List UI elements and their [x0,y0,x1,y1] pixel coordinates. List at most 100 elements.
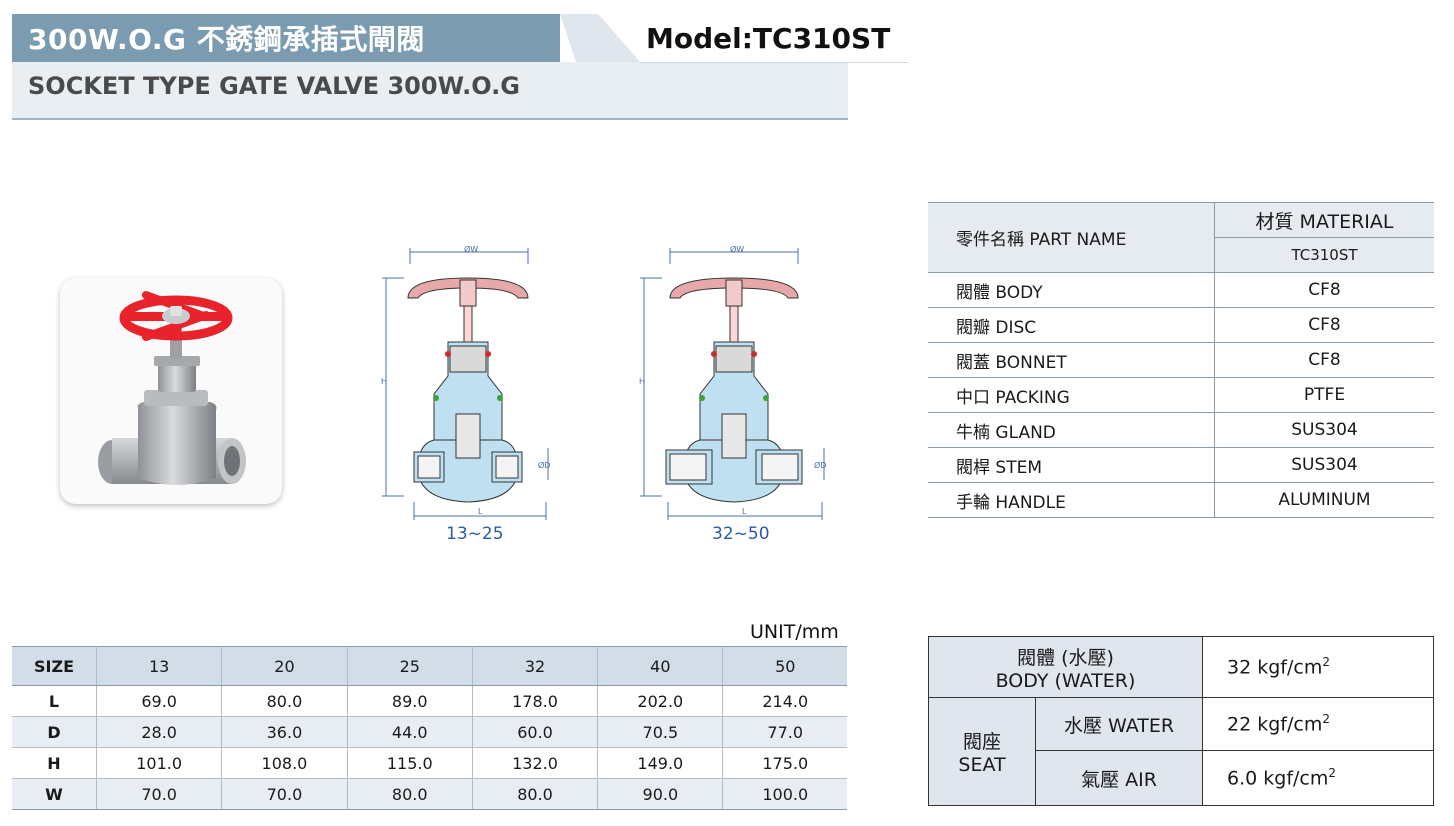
seat-label-en: SEAT [958,754,1006,776]
size-range-large: 32~50 [712,524,770,544]
dim-label-h-large: H [639,377,645,386]
header-accent-shape [560,14,640,62]
cell: 36.0 [221,716,348,748]
cell: 89.0 [347,685,473,717]
air-label: 氣壓 AIR [1035,750,1203,806]
seat-label: 閥座 SEAT [928,697,1036,806]
gate-valve-illustration [98,291,246,485]
seat-water-row: 閥座 SEAT 水壓 WATER 22 kgf/cm2 [928,697,1434,806]
size-col: 50 [722,646,847,686]
dimension-header-row: SIZE 13 20 25 32 40 50 [12,646,847,686]
cell: 80.0 [347,778,473,810]
dim-label-d-large: ØD [814,460,826,470]
size-col: 40 [597,646,724,686]
model-number: Model:TC310ST [646,22,891,55]
cell: 101.0 [96,747,223,779]
dim-label-d: ØD [538,460,550,470]
body-pressure-row: 閥體 (水壓) BODY (WATER) 32 kgf/cm2 [928,636,1434,698]
dimension-row-d: D 28.0 36.0 44.0 60.0 70.5 77.0 [12,716,847,748]
pressure-table: 閥體 (水壓) BODY (WATER) 32 kgf/cm2 閥座 SEAT … [928,636,1434,806]
seat-air-row: 氣壓 AIR 6.0 kgf/cm2 [929,750,1434,806]
cell: 28.0 [96,716,223,748]
cell: 214.0 [722,685,847,717]
dim-label-l-large: L [742,507,747,516]
page-subtitle: SOCKET TYPE GATE VALVE 300W.O.G [28,72,520,100]
cell: 70.0 [96,778,223,810]
part-name: 閥瓣 DISC [928,307,1215,343]
product-photo [60,278,282,504]
dim-label-w: ØW [464,244,478,254]
row-label: W [12,778,97,810]
part-name: 牛楠 GLAND [928,412,1215,448]
dimension-table: SIZE 13 20 25 32 40 50 L 69.0 80.0 89.0 … [12,646,847,810]
cross-section-drawing-large: ØW H ØD L [639,244,826,520]
header-title-band [12,14,560,62]
part-name: 中口 PACKING [928,377,1215,413]
size-col: 13 [96,646,223,686]
cell: 69.0 [96,685,223,717]
body-label-zh: 閥體 (水壓) [1017,646,1114,669]
water-pressure-value: 22 kgf/cm2 [1202,697,1434,751]
part-material: ALUMINUM [1214,482,1434,518]
dim-label-w-large: ØW [730,244,744,254]
cell: 80.0 [221,685,348,717]
part-material: CF8 [1214,272,1434,308]
part-name: 手輪 HANDLE [928,482,1215,518]
model-underline [640,62,908,63]
cell: 115.0 [347,747,473,779]
size-range-small: 13~25 [446,524,504,544]
dimension-row-h: H 101.0 108.0 115.0 132.0 149.0 175.0 [12,747,847,779]
model-header: TC310ST [1214,237,1434,273]
cell: 70.5 [597,716,724,748]
part-name: 閥體 BODY [928,272,1215,308]
body-pressure-label: 閥體 (水壓) BODY (WATER) [928,636,1203,698]
size-col: 25 [347,646,473,686]
part-material: SUS304 [1214,412,1434,448]
cell: 175.0 [722,747,847,779]
part-name: 閥蓋 BONNET [928,342,1215,378]
size-header: SIZE [12,646,97,686]
part-name-header: 零件名稱 PART NAME [928,202,1215,273]
material-table-header: 零件名稱 PART NAME 材質 MATERIAL [928,202,1434,273]
page-title: 300W.O.G 不銹鋼承插式閘閥 [28,23,425,56]
cell: 90.0 [597,778,724,810]
dim-label-l: L [478,507,483,516]
cell: 202.0 [597,685,724,717]
cell: 100.0 [722,778,847,810]
cell: 44.0 [347,716,473,748]
material-table: 零件名稱 PART NAME 材質 MATERIAL TC310ST 閥體 BO… [928,202,1434,518]
cell: 108.0 [221,747,348,779]
unit-label: UNIT/mm [750,621,839,643]
cell: 70.0 [221,778,348,810]
cell: 149.0 [597,747,724,779]
cell: 80.0 [472,778,599,810]
body-pressure-value: 32 kgf/cm2 [1202,636,1434,698]
cross-section-drawing-small: ØW H ØD L [381,244,550,520]
row-label: H [12,747,97,779]
row-label: L [12,685,97,717]
header-subtitle-band [12,62,848,120]
cell: 77.0 [722,716,847,748]
part-name: 閥桿 STEM [928,447,1215,483]
part-material: CF8 [1214,307,1434,343]
dimension-row-l: L 69.0 80.0 89.0 178.0 202.0 214.0 [12,685,847,717]
cell: 178.0 [472,685,599,717]
part-material: CF8 [1214,342,1434,378]
seat-label-zh: 閥座 [962,731,1001,753]
cell: 132.0 [472,747,599,779]
size-col: 20 [221,646,348,686]
part-material: PTFE [1214,377,1434,413]
air-pressure-value: 6.0 kgf/cm2 [1202,750,1434,806]
dim-label-h: H [381,377,387,386]
part-material: SUS304 [1214,447,1434,483]
body-label-en: BODY (WATER) [995,669,1136,692]
row-label: D [12,716,97,748]
cell: 60.0 [472,716,599,748]
size-col: 32 [472,646,599,686]
